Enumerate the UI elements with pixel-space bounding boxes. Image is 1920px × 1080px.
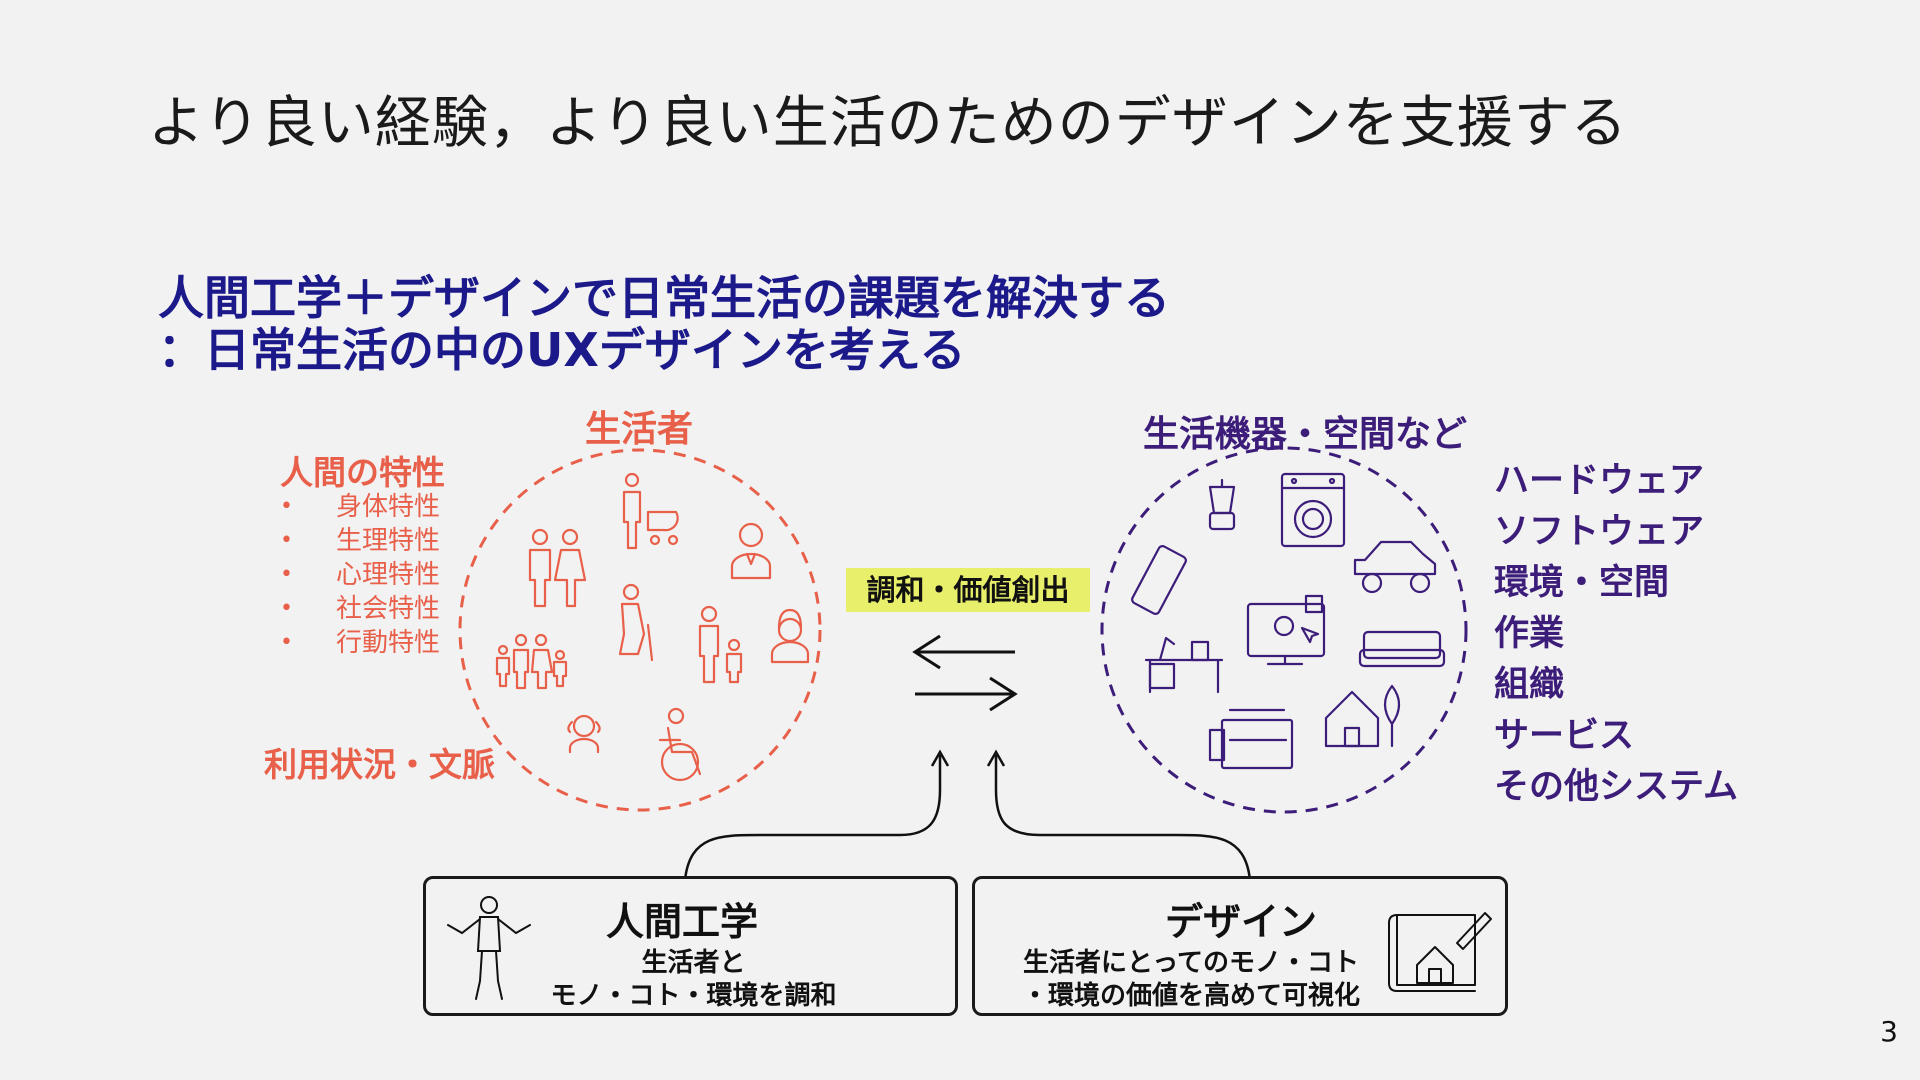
list-item: ハードウェア [1494, 461, 1705, 501]
blender-icon [1208, 478, 1236, 531]
harmony-label: 調和・価値創出 [846, 568, 1090, 612]
list-item: •心理特性 [280, 560, 441, 590]
car-icon [1353, 540, 1437, 594]
context-label: 利用状況・文脈 [264, 745, 495, 784]
design-title: デザイン [1165, 900, 1318, 944]
list-item: ソフトウェア [1494, 512, 1705, 552]
computer-screen-icon [1246, 594, 1326, 666]
sofa-icon [1358, 630, 1446, 668]
slide-title: より良い経験，より良い生活のためのデザインを支援する [148, 91, 1628, 156]
list-item: •生理特性 [280, 526, 441, 556]
blueprint-house-icon [1388, 912, 1492, 992]
list-item: その他システム [1494, 767, 1738, 807]
products-list: ハードウェア ソフトウェア 環境・空間 作業 組織 サービス その他システム [1494, 456, 1738, 813]
ergonomics-description: 生活者と モノ・コト・環境を調和 [550, 948, 837, 1011]
design-box: デザイン 生活者にとってのモノ・コト ・環境の価値を高めて可視化 [972, 876, 1508, 1016]
desk-icon [1144, 636, 1224, 694]
bidirectional-arrows [912, 634, 1018, 712]
consumer-circle [458, 448, 822, 812]
parent-child-icon [698, 605, 743, 684]
girl-icon [567, 714, 601, 754]
list-item: 組織 [1494, 665, 1565, 705]
elderly-with-cane-icon [618, 583, 654, 662]
smartphone-icon [1131, 545, 1187, 615]
mannequin-icon [447, 896, 531, 1000]
products-heading: 生活機器・空間など [1143, 414, 1468, 455]
businessman-icon [730, 522, 772, 580]
list-item: •身体特性 [280, 492, 441, 522]
list-item: 作業 [1494, 614, 1565, 654]
subtitle-line1: 人間工学＋デザインで日常生活の課題を解決する [158, 271, 1170, 325]
page-number: 3 [1880, 1015, 1898, 1048]
list-item: サービス [1494, 716, 1635, 756]
human-traits-list: •身体特性 •生理特性 •心理特性 •社会特性 •行動特性 [280, 490, 440, 660]
design-description: 生活者にとってのモノ・コト ・環境の価値を高めて可視化 [1021, 948, 1360, 1011]
person-with-stroller-icon [622, 472, 679, 550]
house-icon [1324, 684, 1401, 748]
list-item: 環境・空間 [1494, 563, 1670, 603]
subtitle-line2: ：日常生活の中のUXデザインを考える [158, 323, 966, 377]
list-item: •社会特性 [280, 594, 441, 624]
printer-icon [1208, 708, 1294, 770]
wheelchair-icon [658, 707, 702, 782]
woman-icon [770, 608, 810, 664]
couple-icon [528, 528, 587, 608]
products-circle [1100, 446, 1468, 814]
consumer-heading: 生活者 [585, 409, 694, 450]
human-traits-heading: 人間の特性 [280, 453, 445, 492]
washing-machine-icon [1280, 472, 1346, 548]
list-item: •行動特性 [280, 628, 441, 658]
family-icon [495, 633, 568, 690]
ergonomics-box: 人間工学 生活者と モノ・コト・環境を調和 [423, 876, 958, 1016]
ergonomics-title: 人間工学 [606, 900, 759, 944]
connector-arrows [683, 749, 1252, 881]
